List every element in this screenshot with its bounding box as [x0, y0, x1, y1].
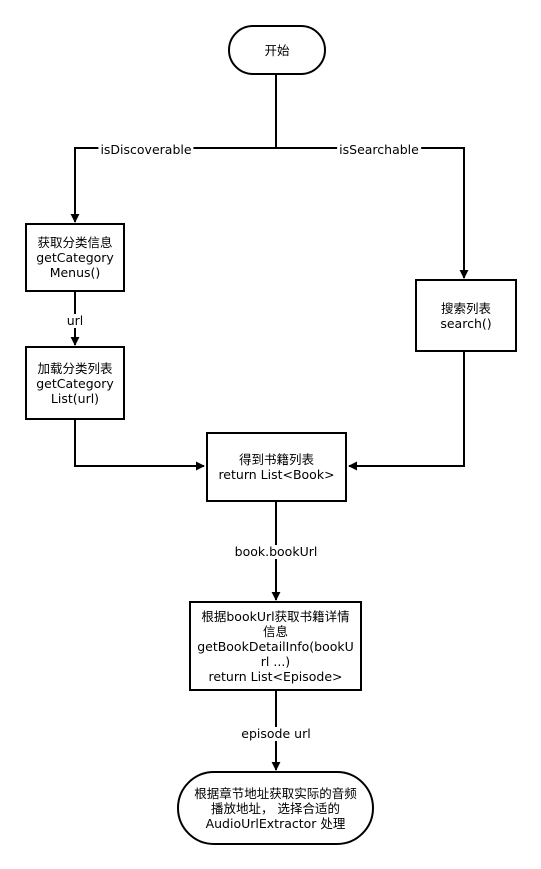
category-menus-line: 获取分类信息 — [37, 235, 113, 250]
category-list-line: List(url) — [50, 390, 100, 406]
book-detail-line: return List<Episode> — [208, 668, 343, 684]
book-detail-line: getBookDetailInfo(bookU — [197, 638, 354, 654]
category-list-line: 加载分类列表 — [37, 360, 113, 376]
book-detail-line: 信息 — [262, 623, 288, 639]
edge-start-to-search — [276, 147, 469, 279]
category-menus-line: getCategory — [36, 250, 114, 265]
category-menus-line: Menus() — [49, 265, 101, 280]
audio-extract-line: 根据章节地址获取实际的音频 — [194, 785, 357, 801]
book-detail-line: rl ...) — [260, 653, 291, 669]
start-node: 开始 — [228, 25, 326, 75]
book-detail-node: 根据bookUrl获取书籍详情 信息 getBookDetailInfo(boo… — [189, 601, 362, 691]
category-list-line: getCategory — [36, 375, 114, 391]
book-list-node: 得到书籍列表 return List<Book> — [206, 432, 347, 502]
search-line: search() — [440, 315, 492, 331]
category-menus-node: 获取分类信息 getCategory Menus() — [25, 223, 125, 292]
book-list-line: 得到书籍列表 — [238, 452, 314, 467]
search-line: 搜索列表 — [440, 300, 491, 316]
edge-label-is-discoverable: isDiscoverable — [98, 142, 194, 157]
edge-category-list-to-book-list — [74, 420, 205, 471]
edge-label-book-url: book.bookUrl — [232, 544, 320, 559]
category-list-node: 加载分类列表 getCategory List(url) — [25, 346, 125, 420]
edge-label-episode-url: episode url — [239, 726, 313, 741]
edge-label-url: url — [64, 313, 86, 328]
audio-extract-line: 播放地址， 选择合适的 — [211, 800, 340, 816]
audio-extract-line: AudioUrlExtractor 处理 — [205, 815, 346, 831]
audio-extract-node: 根据章节地址获取实际的音频 播放地址， 选择合适的 AudioUrlExtrac… — [177, 771, 374, 845]
edge-search-to-book-list — [348, 352, 465, 471]
search-node: 搜索列表 search() — [415, 279, 517, 352]
book-list-line: return List<Book> — [218, 467, 335, 482]
book-detail-line: 根据bookUrl获取书籍详情 — [201, 608, 350, 624]
edge-label-is-searchable: isSearchable — [337, 142, 421, 157]
start-node-line: 开始 — [264, 42, 290, 58]
